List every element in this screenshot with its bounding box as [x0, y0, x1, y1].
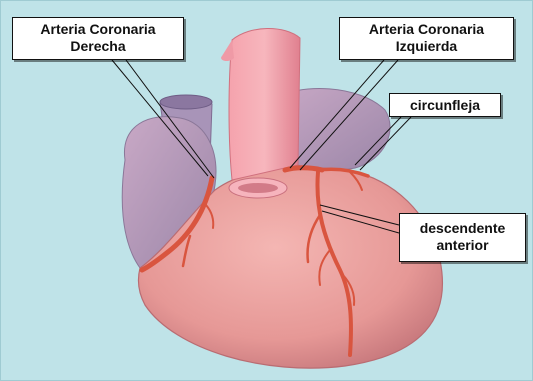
- label-circumflex-text: circunfleja: [394, 97, 496, 114]
- label-anterior-descending: descendente anterior: [399, 213, 526, 262]
- label-right-coronary-artery: Arteria Coronaria Derecha: [12, 17, 184, 60]
- label-right-coronary-line1: Arteria Coronaria: [17, 21, 179, 38]
- label-left-coronary-artery: Arteria Coronaria Izquierda: [339, 17, 514, 60]
- label-left-coronary-line2: Izquierda: [344, 38, 509, 55]
- label-descending-line2: anterior: [404, 237, 521, 254]
- aorta-opening-inner: [238, 183, 278, 193]
- label-left-coronary-line1: Arteria Coronaria: [344, 21, 509, 38]
- aorta: [229, 28, 300, 180]
- label-descending-line1: descendente: [404, 220, 521, 237]
- label-right-coronary-line2: Derecha: [17, 38, 179, 55]
- vena-cava-opening: [160, 95, 212, 109]
- label-circumflex: circunfleja: [389, 93, 501, 117]
